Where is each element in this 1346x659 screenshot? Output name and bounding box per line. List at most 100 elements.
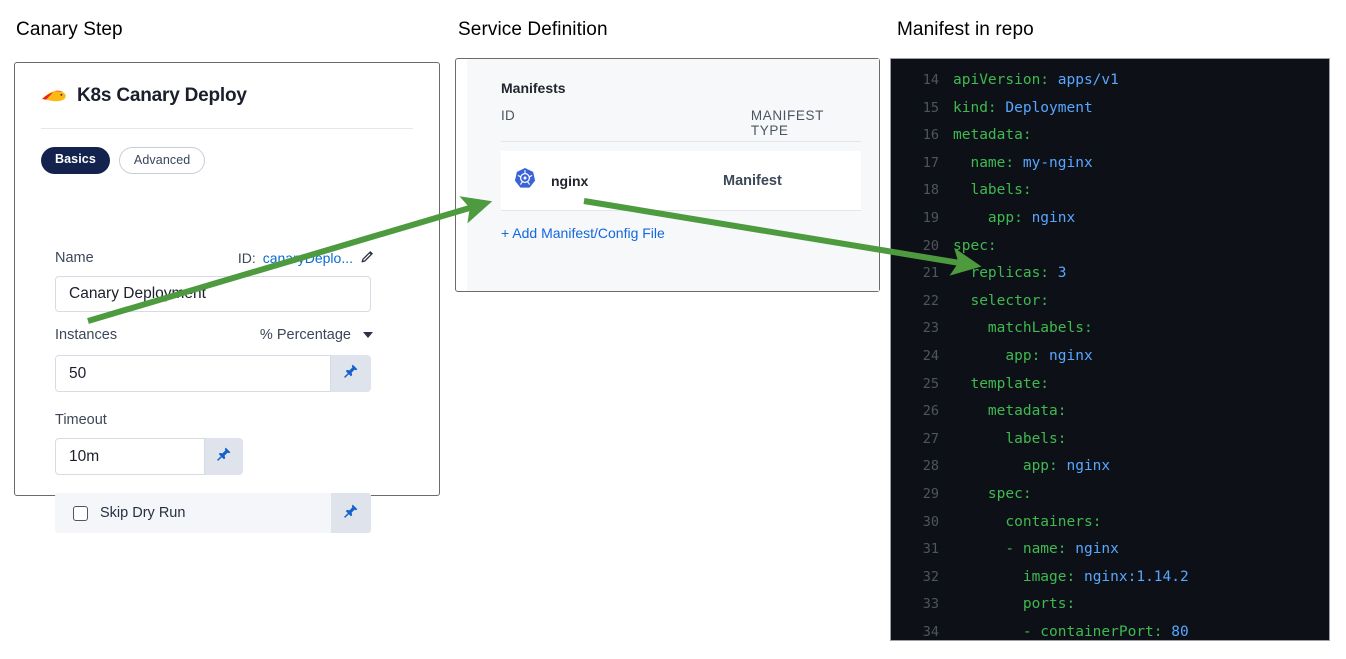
code-line: 19 app: nginx (891, 205, 1329, 233)
code-line-content: metadata: (953, 122, 1032, 150)
step-header: K8s Canary Deploy (41, 85, 247, 107)
harness-bird-icon (41, 86, 67, 106)
timeout-input[interactable]: 10m (55, 438, 205, 475)
code-key: metadata: (987, 403, 1067, 420)
add-manifest-link[interactable]: + Add Manifest/Config File (501, 225, 665, 241)
skip-dry-run-row[interactable]: Skip Dry Run (55, 493, 371, 533)
tab-advanced[interactable]: Advanced (118, 147, 206, 174)
code-line-content: spec: (953, 233, 997, 261)
code-key: kind: (953, 99, 997, 116)
code-key: spec: (953, 237, 997, 254)
code-line-number: 16 (922, 127, 939, 144)
column-header-type: MANIFEST TYPE (750, 108, 824, 138)
code-line: 18 labels: (891, 177, 1329, 205)
code-line-content: kind: Deployment (953, 95, 1093, 123)
timeout-input-group: 10m (55, 438, 243, 475)
code-line: 22 selector: (891, 288, 1329, 316)
chevron-down-icon (363, 332, 373, 338)
code-key: apiVersion: (953, 72, 1050, 88)
code-line-number: 14 (922, 72, 939, 88)
code-line-number: 18 (922, 182, 939, 199)
caption-manifest-in-repo: Manifest in repo (897, 19, 1034, 40)
column-header-id: ID (501, 108, 515, 123)
tab-basics[interactable]: Basics (41, 147, 110, 174)
step-title: K8s Canary Deploy (77, 85, 247, 106)
table-row[interactable]: nginx Manifest (501, 151, 861, 211)
kubernetes-icon (514, 167, 536, 194)
code-value: nginx (1022, 209, 1076, 226)
code-line-content: selector: (953, 288, 1049, 316)
instances-input[interactable]: 50 (55, 355, 331, 392)
skip-dry-run-checkbox[interactable] (73, 505, 88, 521)
code-line-content: metadata: (953, 398, 1067, 426)
code-line-content: matchLabels: (953, 315, 1093, 343)
service-definition-card: Manifests ID MANIFEST TYPE (455, 58, 880, 292)
name-field-row: Name ID: canaryDeplo... (55, 249, 375, 267)
instances-input-group: 50 (55, 355, 371, 392)
manifest-row-id: nginx (551, 172, 589, 189)
code-line-content: app: nginx (953, 205, 1075, 233)
code-key: image: (1022, 568, 1076, 585)
code-line: 16 metadata: (891, 122, 1329, 150)
code-line-content: apiVersion: apps/v1 (953, 67, 1119, 95)
code-line: 29 spec: (891, 481, 1329, 509)
manifest-row-type: Manifest (723, 172, 782, 189)
caption-service-definition: Service Definition (458, 19, 608, 40)
pin-icon (216, 446, 232, 467)
code-line: 17 name: my-nginx (891, 150, 1329, 178)
instances-unit-dropdown[interactable]: % Percentage (260, 327, 373, 343)
code-line-number: 30 (922, 513, 939, 530)
code-value: nginx (1057, 458, 1111, 475)
code-line: 33 ports: (891, 591, 1329, 619)
code-line: 27 labels: (891, 426, 1329, 454)
code-line-content: replicas: 3 (953, 260, 1066, 288)
code-line-content: app: nginx (953, 453, 1110, 481)
code-key: replicas: (970, 265, 1050, 282)
code-line-number: 15 (922, 99, 939, 116)
code-key: - name: (1005, 541, 1067, 558)
code-line-number: 28 (922, 458, 939, 475)
code-line: 15 kind: Deployment (891, 95, 1329, 123)
code-line: 32 image: nginx:1.14.2 (891, 564, 1329, 592)
code-key: template: (970, 375, 1050, 392)
code-line: 21 replicas: 3 (891, 260, 1329, 288)
name-label: Name (55, 250, 94, 266)
code-key: containers: (1005, 513, 1102, 530)
id-value[interactable]: canaryDeplo... (262, 250, 353, 266)
instances-unit-value: % Percentage (259, 327, 351, 343)
pin-icon (343, 363, 359, 384)
skip-dry-run-label: Skip Dry Run (100, 505, 186, 521)
code-line-number: 22 (922, 292, 939, 309)
header-divider (41, 128, 413, 129)
pin-icon (343, 503, 359, 524)
code-line-number: 17 (922, 154, 939, 171)
code-value: my-nginx (1014, 154, 1093, 171)
code-line-number: 19 (922, 209, 939, 226)
code-line: 31 - name: nginx (891, 536, 1329, 564)
code-value: 80 (1162, 623, 1189, 640)
code-line-number: 23 (922, 320, 939, 337)
table-header-divider (501, 141, 861, 142)
id-label: ID: (237, 250, 256, 266)
code-line-number: 34 (922, 623, 939, 640)
code-key: ports: (1022, 596, 1076, 613)
manifests-table-header: ID MANIFEST TYPE (501, 108, 861, 138)
code-line-number: 27 (922, 430, 939, 447)
code-line-number: 33 (922, 596, 939, 613)
code-key: labels: (970, 182, 1032, 199)
pencil-icon[interactable] (360, 249, 375, 267)
name-input[interactable]: Canary Deployment (55, 276, 371, 312)
code-key: spec: (987, 485, 1032, 502)
code-line-content: labels: (953, 426, 1066, 454)
code-line: 30 containers: (891, 509, 1329, 537)
code-line: 25 template: (891, 371, 1329, 399)
code-value: nginx (1066, 541, 1119, 558)
skip-dry-run-pin-button[interactable] (331, 493, 371, 533)
code-line-number: 31 (922, 541, 939, 558)
instances-pin-button[interactable] (331, 355, 371, 392)
code-key: app: (1005, 347, 1041, 364)
timeout-pin-button[interactable] (205, 438, 243, 475)
code-line-content: labels: (953, 177, 1032, 205)
